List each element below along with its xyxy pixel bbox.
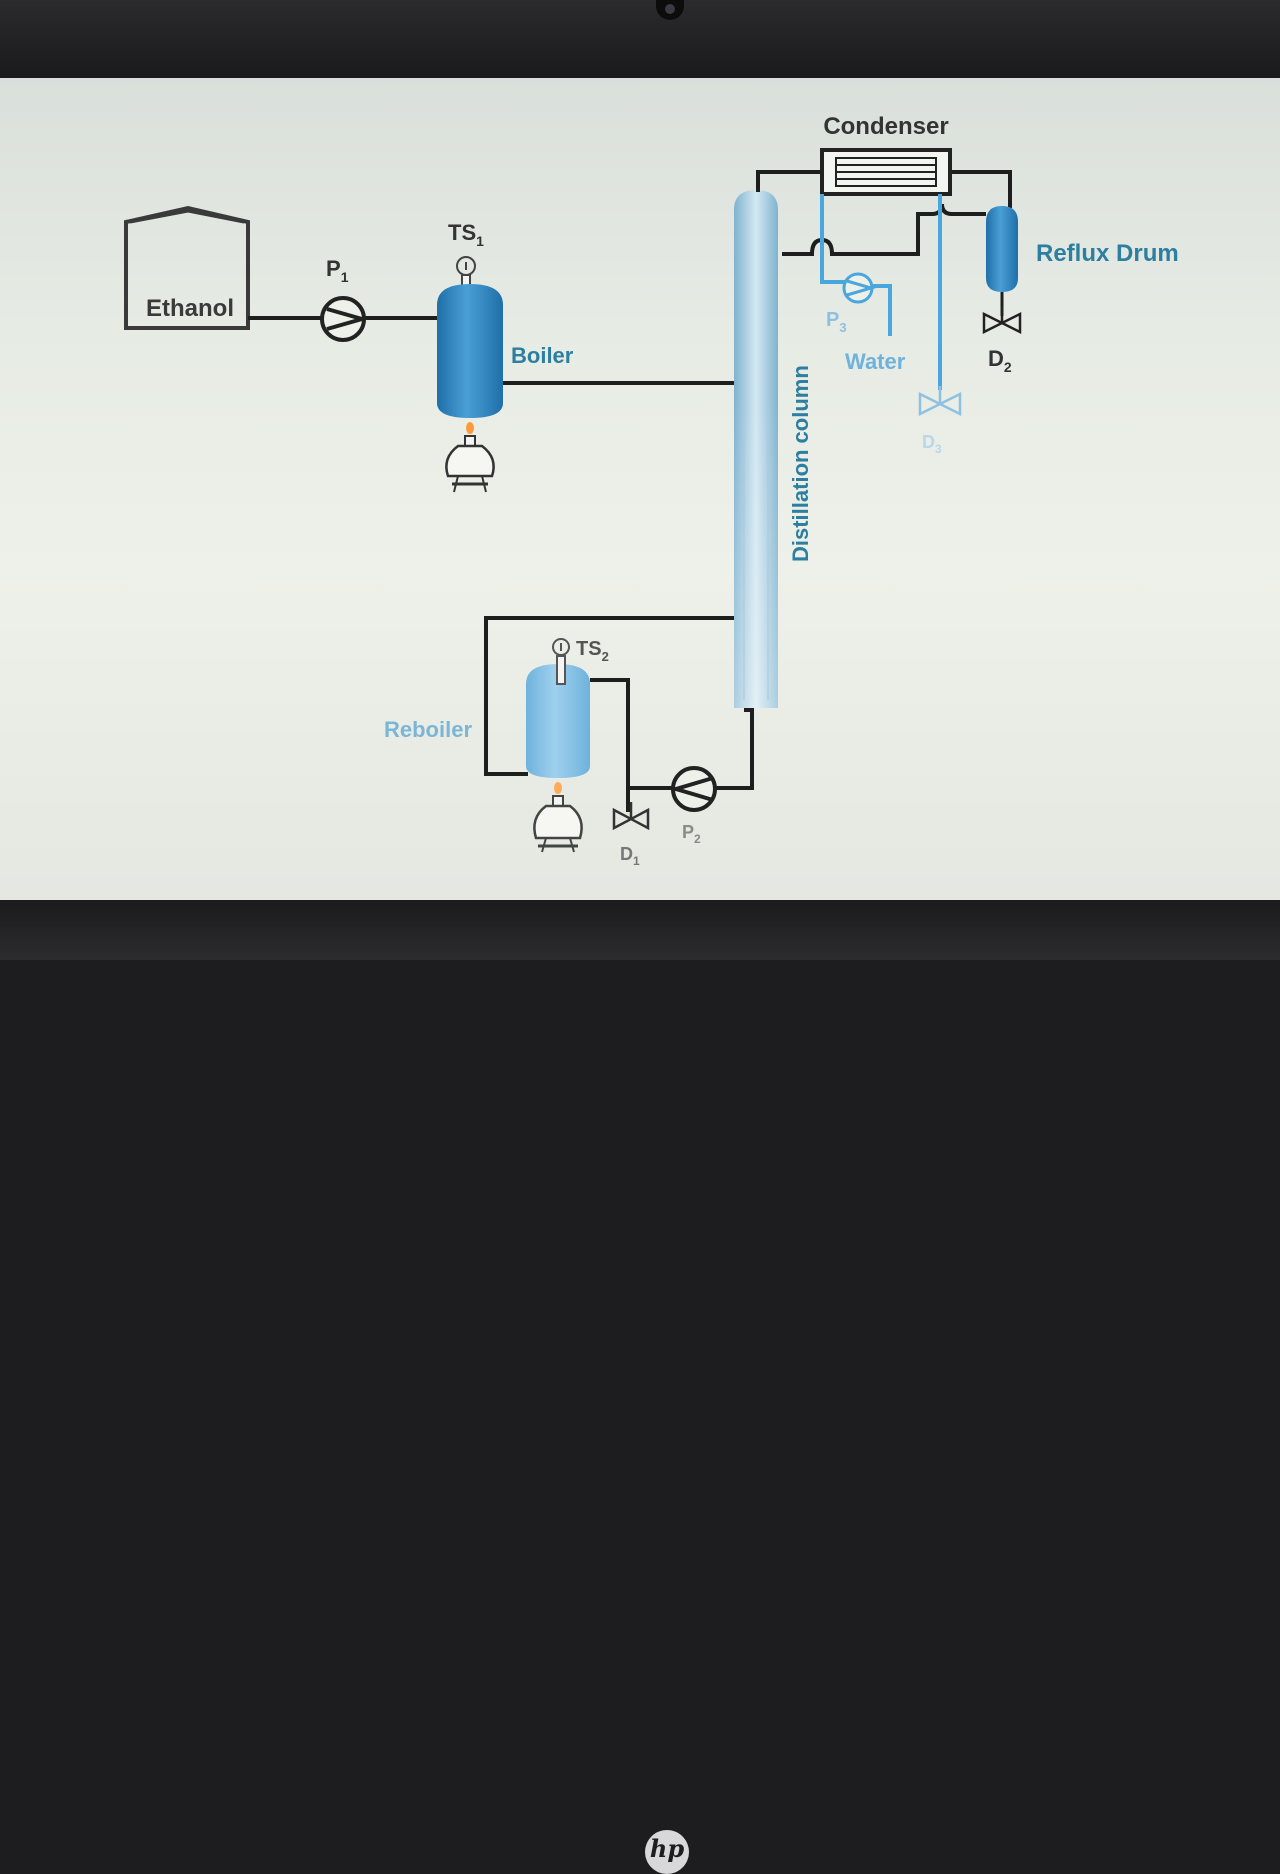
d1-label: D1: [620, 844, 640, 868]
distillation-column-label: Distillation column: [788, 365, 813, 562]
distillation-column: [734, 190, 778, 708]
reboiler-loop-pipe: [484, 616, 754, 812]
ethanol-tank: Ethanol: [124, 205, 250, 330]
condenser: [820, 148, 952, 196]
p3-label: P3: [826, 309, 847, 335]
valve-d3-icon: [918, 386, 962, 417]
hp-logo: hp: [645, 1830, 689, 1874]
pump-p2-icon: [668, 766, 717, 812]
process-flow-diagram: Ethanol P1 TS1 Boiler Distillati: [124, 113, 1179, 868]
laptop-bezel-top: [0, 0, 1280, 78]
reflux-drum: [986, 206, 1018, 316]
d2-label: D2: [988, 346, 1012, 375]
p1-label: P1: [326, 256, 349, 285]
reboiler-vessel: [526, 664, 590, 778]
ethanol-label: Ethanol: [146, 295, 234, 322]
boiler-label: Boiler: [511, 343, 574, 368]
laptop-bezel-bottom: hp: [0, 900, 1280, 1874]
reflux-return-pipe: [782, 203, 986, 256]
vapor-pipe: [756, 170, 1012, 208]
valve-d2-icon: [982, 306, 1022, 335]
temperature-sensor-ts2-icon: [552, 638, 570, 685]
water-label: Water: [845, 349, 906, 374]
webcam-icon: [656, 0, 684, 20]
screen: Ethanol P1 TS1 Boiler Distillati: [0, 78, 1280, 900]
ts2-label: TS2: [576, 638, 609, 664]
condenser-label: Condenser: [823, 113, 948, 140]
pump-p3-icon: [842, 272, 877, 304]
burner-icon: [533, 782, 583, 853]
boiler-vessel: [437, 284, 503, 418]
p2-label: P2: [682, 822, 701, 846]
reboiler-label: Reboiler: [384, 717, 472, 742]
reflux-drum-label: Reflux Drum: [1036, 240, 1179, 267]
d3-label: D3: [922, 432, 942, 456]
ts1-label: TS1: [448, 220, 484, 249]
burner-icon: [445, 422, 495, 493]
cooling-water-lines: [820, 194, 942, 390]
valve-d1-icon: [612, 802, 650, 831]
pump-p1-icon: [320, 296, 370, 342]
